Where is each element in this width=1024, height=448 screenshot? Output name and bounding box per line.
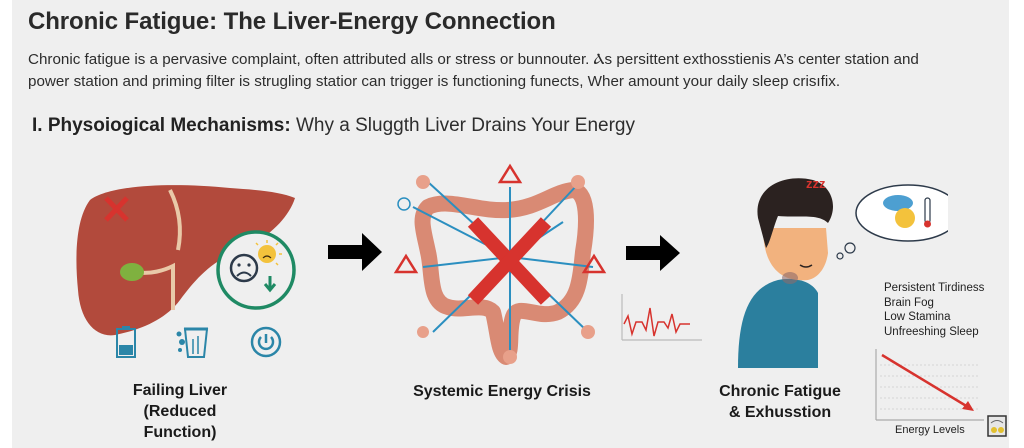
caption-energy-crisis: Systemic Energy Crisis (392, 381, 612, 402)
intro-paragraph: Chronic fatigue is a pervasive complaint… (28, 49, 1008, 93)
sad-emoji-icon (895, 208, 915, 228)
caption-line: (Reduced Function) (143, 403, 217, 441)
person-shirt (738, 278, 818, 368)
liver-illustration (76, 185, 295, 336)
section-heading-bold: I. Physoiogical Mechanisms: (32, 115, 291, 136)
trend-arrowhead (962, 401, 974, 411)
right-arrow-icon (626, 235, 680, 271)
cell-icon (416, 175, 595, 364)
chart-gridlines (880, 364, 978, 410)
caption-failing-liver: Failing Liver (Reduced Function) (110, 380, 250, 443)
caption-chronic-fatigue: Chronic Fatigue & Exhusstion (700, 381, 860, 423)
liver-icon (76, 185, 295, 336)
warning-icon (393, 163, 607, 274)
symptom-list: Persistent Tirdiness Brain Fog Low Stami… (884, 281, 984, 339)
declining-trend-line (881, 353, 969, 409)
intro-line-1: Chronic fatigue is a pervasive complaint… (28, 51, 919, 68)
intro-line-2: power station and priming filter is stru… (28, 73, 841, 90)
symptom-item: Low Stamina (884, 311, 951, 324)
chart-axes (875, 349, 984, 421)
waste-bin-icon (176, 327, 209, 358)
person-face (763, 228, 828, 281)
energy-decline-chart (875, 349, 984, 421)
caption-line: Systemic Energy Crisis (413, 383, 591, 400)
x-mark-icon (104, 196, 129, 222)
right-arrow-icon (328, 233, 382, 271)
lightbulb-icon (397, 197, 411, 211)
page-title: Chronic Fatigue: The Liver-Energy Connec… (28, 8, 556, 35)
low-battery-icon (116, 326, 136, 358)
intestine-icon (414, 182, 594, 365)
power-icon (250, 326, 282, 358)
caption-line: Failing Liver (132, 382, 228, 399)
symptom-item: Unfreeshing Sleep (884, 325, 979, 338)
gallbladder-icon (120, 263, 144, 281)
section-heading: I. Physoiogical Mechanisms: Why a Sluggt… (32, 115, 635, 137)
irregular-heartbeat-chart-icon (621, 294, 702, 341)
cloud-icon (883, 195, 913, 211)
x-mark-icon (467, 217, 552, 305)
symptom-item: Persistent Tirdiness (884, 282, 985, 294)
caption-line: Chronic Fatigue (719, 383, 841, 400)
sleep-zzz-icon: zzz (806, 176, 826, 191)
symptom-item: Brain Fog (884, 296, 934, 309)
sad-mood-badge-icon (216, 230, 296, 310)
corner-badge-icon (987, 415, 1007, 437)
caption-line: & Exhusstion (728, 404, 832, 421)
energy-levels-axis-label: Energy Levels (895, 424, 965, 436)
section-heading-rest: Why a Sluggth Liver Drains Your Energy (290, 115, 635, 136)
tired-person-illustration: zzz (738, 176, 948, 368)
intestine-energy-crisis-illustration (393, 163, 607, 365)
person-hair (757, 178, 833, 248)
